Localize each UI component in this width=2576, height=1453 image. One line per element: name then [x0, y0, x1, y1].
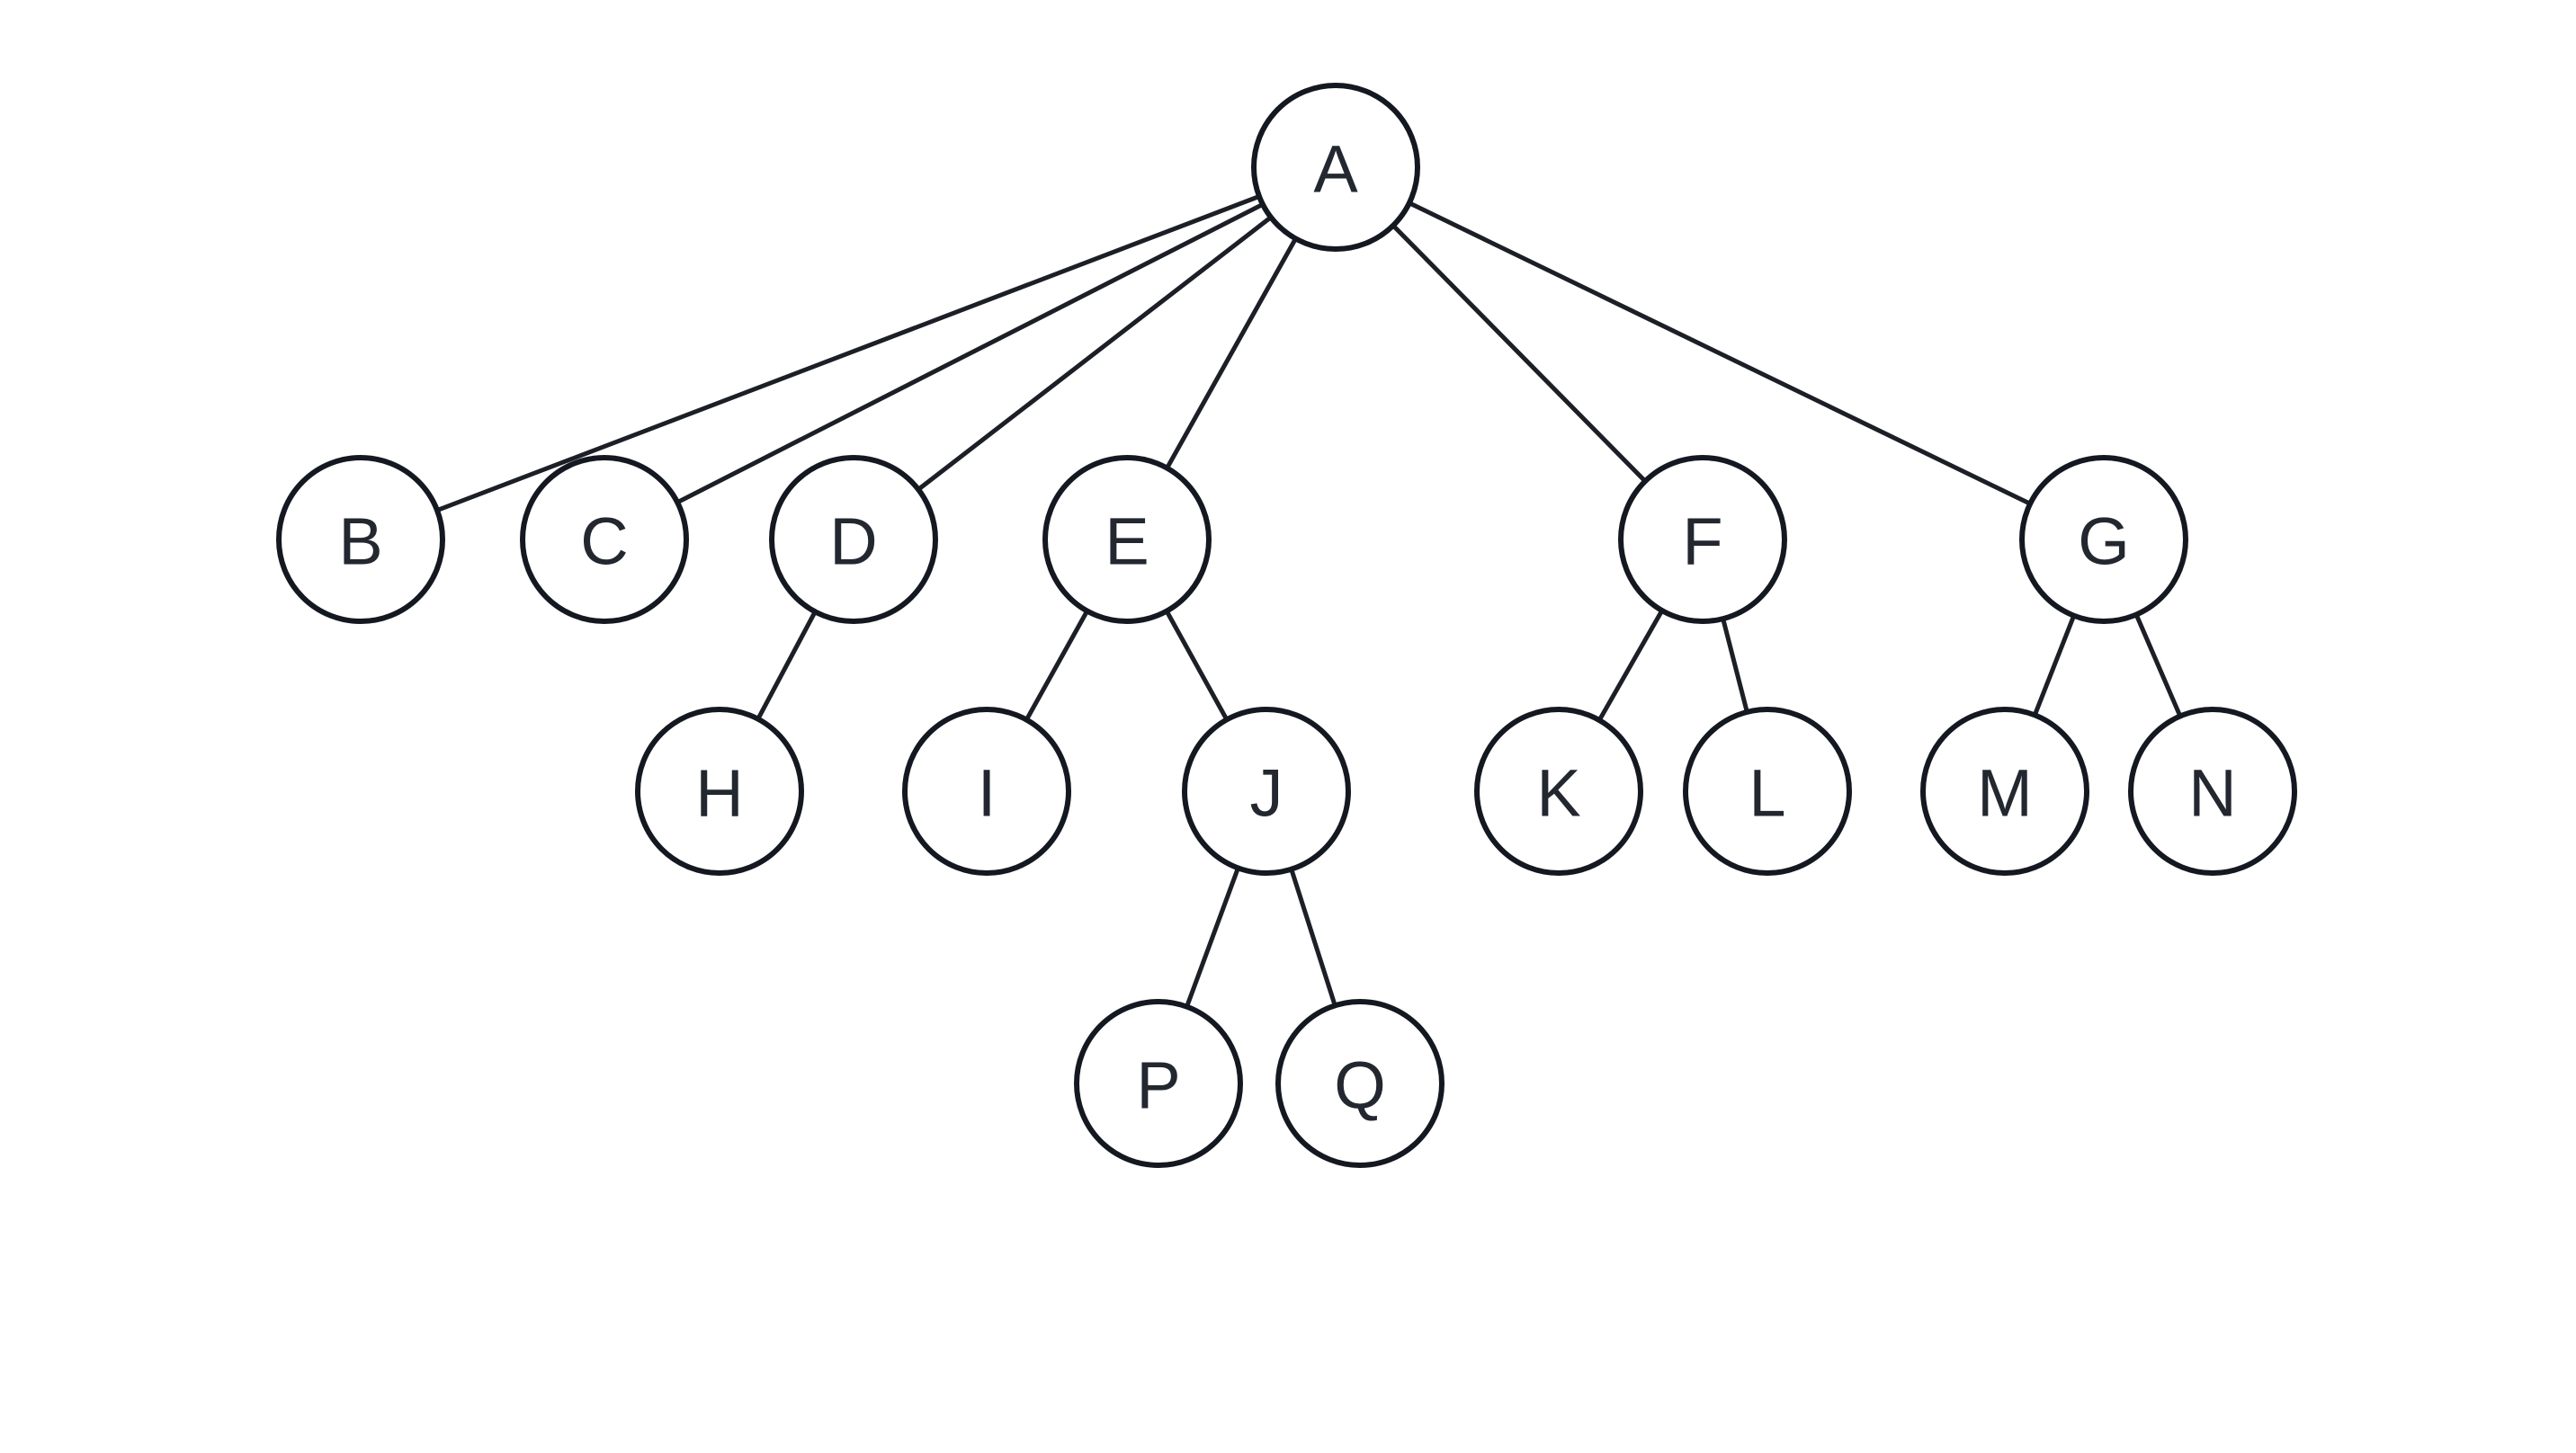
node-label-p: P [1136, 1048, 1180, 1123]
tree-node-h[interactable]: H [635, 707, 804, 876]
tree-edge-a-g [1407, 201, 2033, 506]
tree-edge-a-c [675, 201, 1266, 505]
node-circle-e[interactable] [1042, 455, 1212, 624]
node-label-c: C [580, 504, 628, 579]
node-label-m: M [1977, 756, 2033, 831]
tree-edge-a-f [1391, 223, 1648, 484]
node-label-k: K [1536, 756, 1580, 831]
tree-node-a[interactable]: A [1251, 83, 1420, 252]
node-circle-n[interactable] [2128, 707, 2297, 876]
tree-node-i[interactable]: I [902, 707, 1071, 876]
tree-edge-j-p [1185, 865, 1240, 1010]
node-label-d: D [829, 504, 877, 579]
node-label-j: J [1250, 756, 1284, 831]
tree-node-m[interactable]: M [1920, 707, 2089, 876]
tree-edge-a-d [916, 215, 1274, 492]
node-circle-b[interactable] [276, 455, 445, 624]
node-label-g: G [2078, 504, 2130, 579]
tree-edge-e-i [1024, 608, 1090, 723]
node-circle-c[interactable] [520, 455, 689, 624]
node-label-h: H [695, 756, 743, 831]
tree-node-e[interactable]: E [1042, 455, 1212, 624]
node-circle-p[interactable] [1074, 999, 1243, 1168]
tree-edge-d-h [756, 609, 818, 722]
node-circle-l[interactable] [1683, 707, 1852, 876]
node-circle-g[interactable] [2019, 455, 2188, 624]
tree-node-d[interactable]: D [769, 455, 938, 624]
node-circle-m[interactable] [1920, 707, 2089, 876]
tree-node-j[interactable]: J [1182, 707, 1351, 876]
tree-edge-a-b [434, 193, 1262, 513]
node-circle-q[interactable] [1275, 999, 1445, 1168]
tree-node-l[interactable]: L [1683, 707, 1852, 876]
edge-layer [434, 193, 2183, 1010]
node-layer: A B C D E F G H I J K L M N P Q [276, 83, 2297, 1168]
tree-edge-g-m [2032, 613, 2077, 718]
node-label-l: L [1749, 756, 1785, 831]
tree-edge-g-n [2133, 612, 2183, 718]
tree-node-k[interactable]: K [1474, 707, 1643, 876]
node-circle-i[interactable] [902, 707, 1071, 876]
tree-edge-f-k [1597, 608, 1665, 723]
tree-node-g[interactable]: G [2019, 455, 2188, 624]
node-label-q: Q [1334, 1048, 1386, 1123]
node-label-f: F [1682, 504, 1722, 579]
node-circle-j[interactable] [1182, 707, 1351, 876]
node-label-a: A [1313, 132, 1358, 207]
node-label-i: I [978, 756, 997, 831]
tree-edge-e-j [1164, 609, 1230, 722]
tree-edge-f-l [1721, 616, 1749, 715]
node-label-n: N [2188, 756, 2236, 831]
tree-node-q[interactable]: Q [1275, 999, 1445, 1168]
tree-node-p[interactable]: P [1074, 999, 1243, 1168]
node-circle-a[interactable] [1251, 83, 1420, 252]
node-label-b: B [338, 504, 382, 579]
tree-edge-a-e [1164, 236, 1299, 471]
tree-node-f[interactable]: F [1618, 455, 1787, 624]
node-circle-k[interactable] [1474, 707, 1643, 876]
tree-edge-j-q [1289, 867, 1337, 1008]
node-circle-d[interactable] [769, 455, 938, 624]
tree-node-n[interactable]: N [2128, 707, 2297, 876]
tree-node-c[interactable]: C [520, 455, 689, 624]
tree-node-b[interactable]: B [276, 455, 445, 624]
node-circle-f[interactable] [1618, 455, 1787, 624]
node-circle-h[interactable] [635, 707, 804, 876]
node-label-e: E [1105, 504, 1149, 579]
